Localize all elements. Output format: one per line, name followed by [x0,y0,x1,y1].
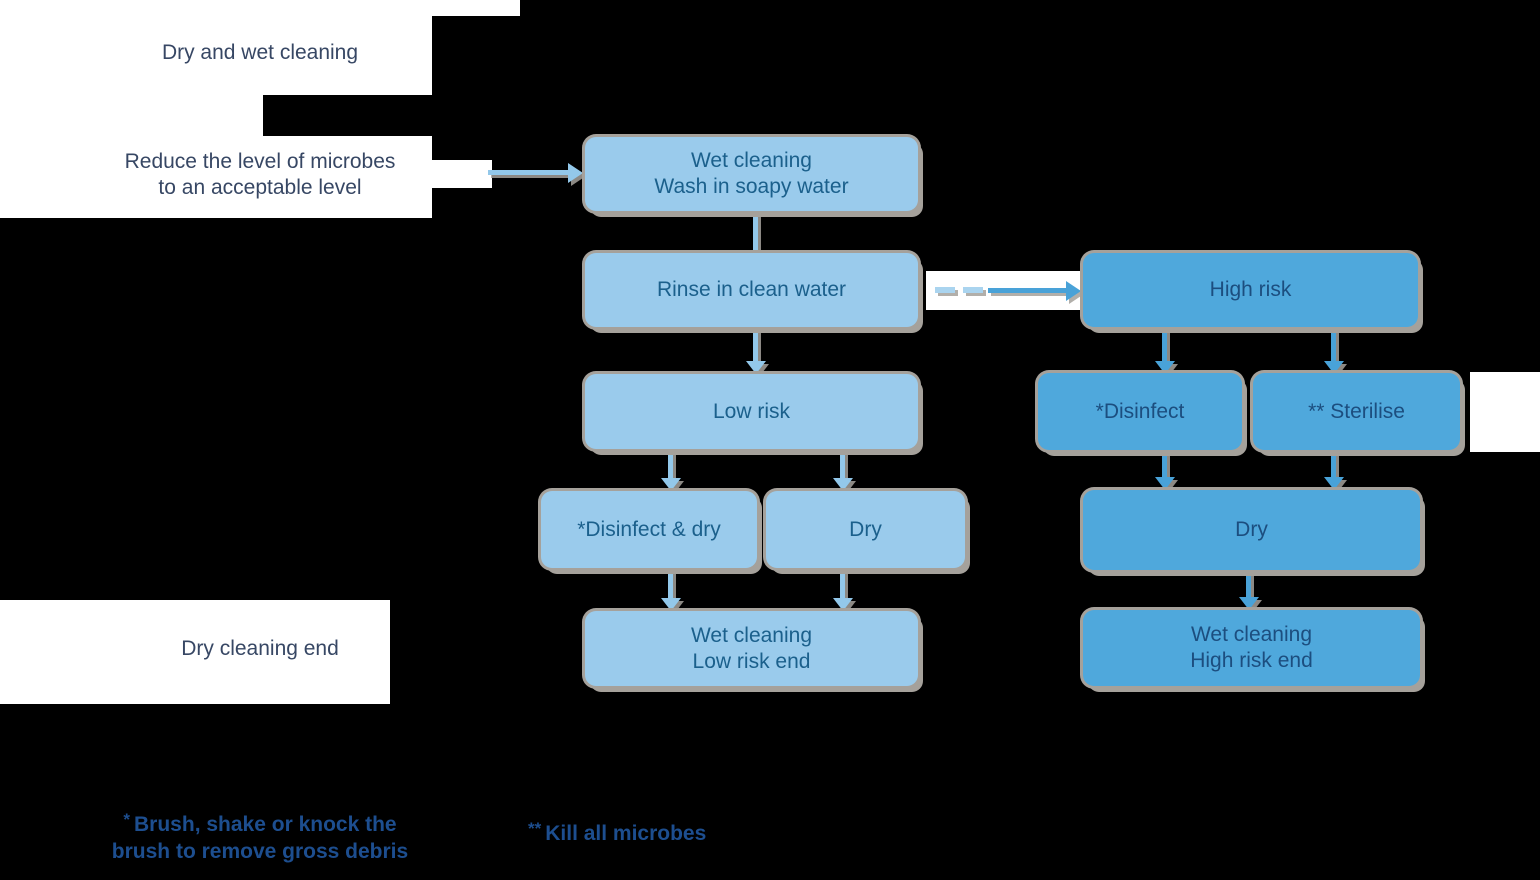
black-patch [263,95,432,136]
arrow-high-risk-to-sterilise [1331,328,1336,361]
footnote-disinfect-text: Brush, shake or knock the brush to remov… [111,813,409,863]
arrow-dry-to-high-end [1246,570,1251,597]
label-reduce-microbes: Reduce the level of microbes to an accep… [124,150,396,199]
white-strip-right [1470,372,1540,452]
node-low-risk: Low risk [585,374,918,449]
node-disinfect-and-dry: *Disinfect & dry [541,491,757,568]
arrow-sterilise-to-dry [1331,450,1336,477]
dash-segment-1 [935,287,955,293]
node-disinfect: *Disinfect [1038,373,1242,450]
label-dry-and-wet-cleaning: Dry and wet cleaning [161,41,359,64]
dash-segment-2 [963,287,983,293]
node-wet-cleaning-wash: Wet cleaning Wash in soapy water [585,137,918,211]
footnote-sterilise: **Kill all microbes [528,815,706,847]
arrow-disinfect-to-dry [1162,450,1167,477]
white-band-arrow-left [432,160,492,188]
arrow-rinse-to-low-risk [753,327,758,361]
arrow-low-risk-to-dry [840,449,845,478]
node-dry-high-risk: Dry [1083,490,1420,570]
white-panel-reduce [0,136,432,218]
arrow-reduce-to-wet-cleaning [488,170,568,175]
arrow-rinse-to-high-risk [988,288,1066,293]
connector-wet-to-rinse [753,211,758,253]
node-rinse-clean-water: Rinse in clean water [585,253,918,327]
white-panel-dryend [0,600,390,704]
node-wet-cleaning-high-risk-end: Wet cleaning High risk end [1083,610,1420,686]
footnote-sterilise-text: Kill all microbes [545,822,707,845]
arrow-disinfect-dry-to-low-end [668,568,673,598]
white-panel-top-strip [432,0,520,16]
asterisk-marker: * [123,810,131,829]
arrow-low-risk-to-disinfect-dry [668,449,673,478]
footnote-disinfect: *Brush, shake or knock the brush to remo… [95,806,425,865]
node-sterilise: ** Sterilise [1253,373,1460,450]
double-asterisk-marker: ** [528,819,542,838]
node-high-risk: High risk [1083,253,1418,327]
node-wet-cleaning-low-risk-end: Wet cleaning Low risk end [585,611,918,686]
label-dry-cleaning-end: Dry cleaning end [181,637,339,660]
node-dry-low-risk: Dry [766,491,965,568]
arrow-dry-to-low-end [840,568,845,598]
arrow-high-risk-to-disinfect [1162,328,1167,361]
